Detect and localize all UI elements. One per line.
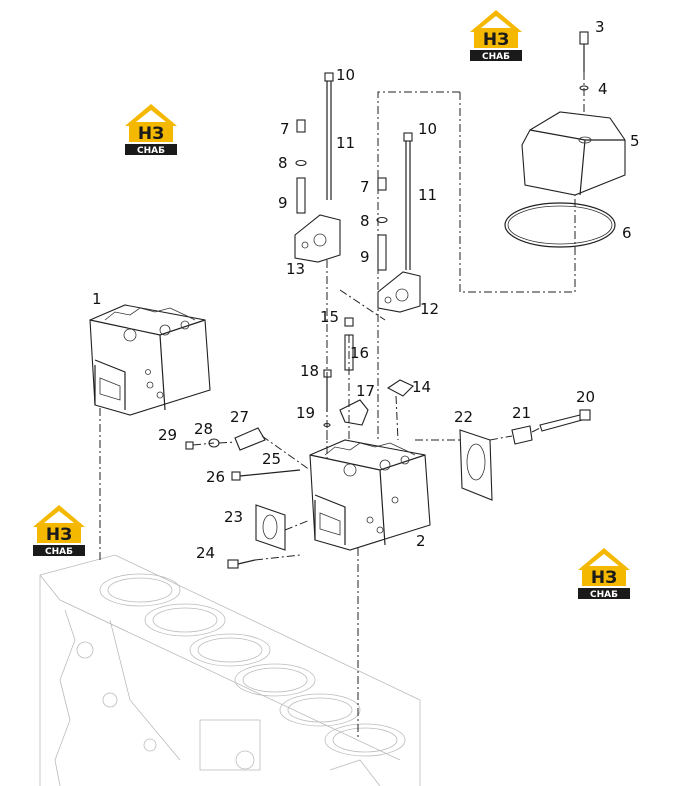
cylinder-head-2: [309, 439, 431, 551]
part-label: 16: [350, 344, 369, 362]
fasteners-and-fittings: [185, 409, 591, 569]
snab-logo: НЗ СНАБ: [470, 10, 522, 62]
part-label: 21: [512, 404, 531, 422]
snab-logo: НЗ СНАБ: [33, 505, 85, 557]
cylinder-head-1: [89, 304, 211, 416]
snab-logo: НЗ СНАБ: [578, 548, 630, 600]
logo-word: СНАБ: [137, 146, 165, 156]
part-label: 1: [92, 290, 102, 308]
rocker-bracket-left: [294, 72, 341, 263]
part-label: 26: [206, 468, 225, 486]
seal-ring-6: [504, 202, 616, 248]
logo-letters: НЗ: [483, 30, 509, 50]
part-label: 8: [360, 212, 370, 230]
part-label: 29: [158, 426, 177, 444]
logo-letters: НЗ: [591, 568, 617, 588]
part-label: 25: [262, 450, 281, 468]
part-label: 11: [418, 186, 437, 204]
small-parts: [323, 317, 414, 428]
part-numbers: 1 2 3 4 5 6 7 7 8 8 9 9 10 10 11 11 12 1…: [92, 18, 640, 562]
part-label: 10: [336, 66, 355, 84]
part-label: 9: [278, 194, 288, 212]
snab-logo: НЗ СНАБ: [125, 104, 177, 156]
logo-word: СНАБ: [45, 547, 73, 557]
logo-band: [470, 50, 522, 61]
logo-word: СНАБ: [482, 52, 510, 62]
part-label: 27: [230, 408, 249, 426]
part-label: 19: [296, 404, 315, 422]
bolt-3: [579, 31, 589, 72]
logo-word: СНАБ: [590, 590, 618, 600]
part-label: 7: [280, 120, 290, 138]
part-label: 11: [336, 134, 355, 152]
part-label: 22: [454, 408, 473, 426]
logo-band: [125, 144, 177, 155]
logo-box: [129, 122, 173, 142]
brand-logos: НЗ СНАБ НЗ СНАБ НЗ СНАБ НЗ СНАБ: [33, 10, 630, 600]
rocker-bracket-right: [376, 132, 421, 313]
engine-block: [39, 554, 421, 786]
part-label: 14: [412, 378, 431, 396]
part-label: 6: [622, 224, 632, 242]
logo-letters: НЗ: [46, 525, 72, 545]
logo-box: [474, 28, 518, 48]
logo-box: [37, 523, 81, 543]
part-label: 2: [416, 532, 426, 550]
part-label: 15: [320, 308, 339, 326]
part-label: 8: [278, 154, 288, 172]
part-label: 23: [224, 508, 243, 526]
logo-band: [578, 588, 630, 599]
part-label: 17: [356, 382, 375, 400]
part-label: 28: [194, 420, 213, 438]
part-label: 18: [300, 362, 319, 380]
part-label: 5: [630, 132, 640, 150]
part-label: 7: [360, 178, 370, 196]
part-label: 3: [595, 18, 605, 36]
logo-band: [33, 545, 85, 556]
logo-letters: НЗ: [138, 124, 164, 144]
assembly-lines: [99, 72, 585, 740]
part-label: 24: [196, 544, 215, 562]
rocker-cover-5: [521, 111, 626, 196]
part-label: 13: [286, 260, 305, 278]
part-label: 12: [420, 300, 439, 318]
part-label: 9: [360, 248, 370, 266]
logo-box: [582, 566, 626, 586]
part-label: 10: [418, 120, 437, 138]
part-label: 4: [598, 80, 608, 98]
part-label: 20: [576, 388, 595, 406]
